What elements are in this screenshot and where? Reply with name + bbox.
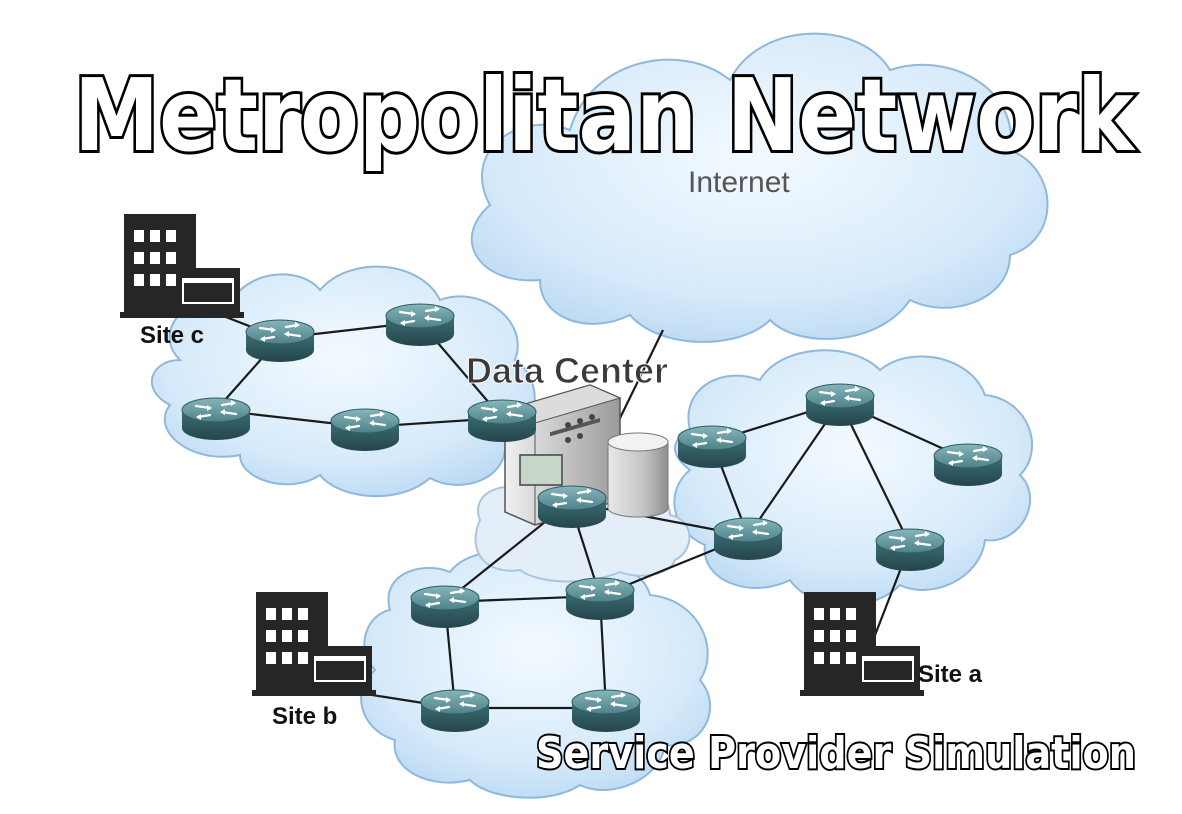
router-icon <box>804 382 876 428</box>
router-icon <box>409 584 481 630</box>
site-a-label: Site a <box>918 661 983 688</box>
router-icon <box>244 318 316 364</box>
router-icon <box>932 442 1004 488</box>
router-icon <box>384 302 456 348</box>
router-icon <box>676 424 748 470</box>
router-icon <box>466 398 538 444</box>
router-icon <box>536 484 608 530</box>
router-icon <box>180 396 252 442</box>
site-b-label: Site b <box>272 703 337 730</box>
router-icon <box>564 576 636 622</box>
router-icon <box>712 516 784 562</box>
site-c-label: Site c <box>140 322 204 349</box>
building-icon <box>800 592 924 696</box>
page-title: Metropolitan Network <box>74 57 1136 174</box>
data-center-label: Data Center <box>466 350 668 391</box>
router-icon <box>874 527 946 573</box>
router-icon <box>419 688 491 734</box>
router-icon <box>329 407 401 453</box>
subtitle: Service Provider Simulation <box>536 728 1136 779</box>
building-icon <box>120 214 244 318</box>
database-icon <box>607 432 669 518</box>
internet-cloud <box>470 32 1049 343</box>
router-icon <box>570 688 642 734</box>
building-icon <box>252 592 376 696</box>
internet-label: Internet <box>688 166 790 199</box>
